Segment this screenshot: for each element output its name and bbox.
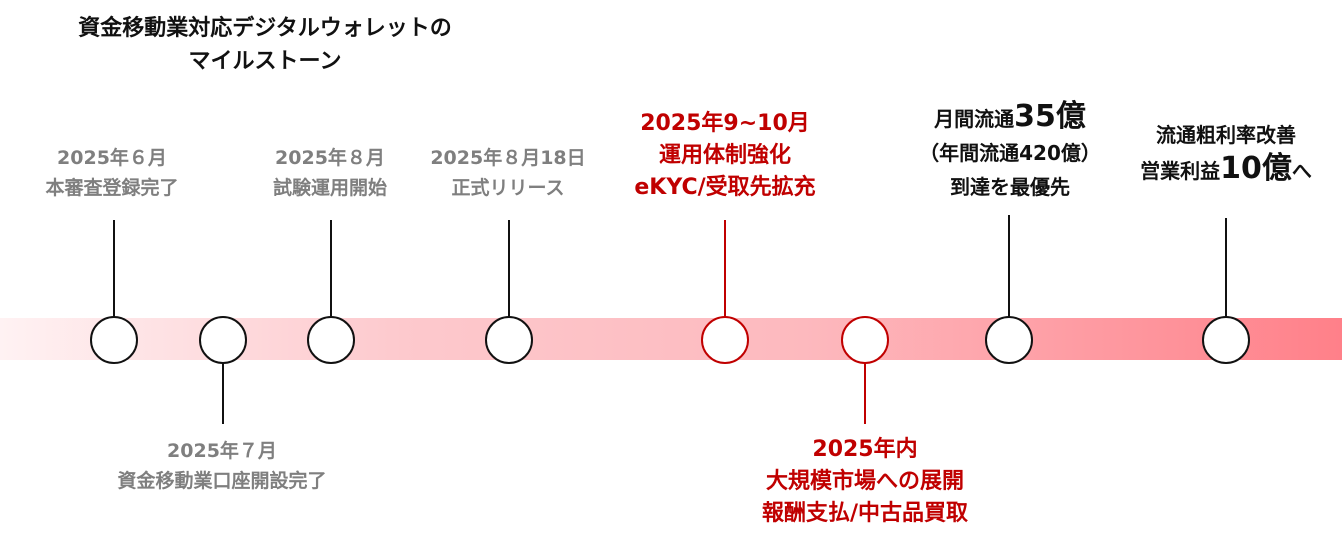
- milestone-label: 2025年７月 資金移動業口座開設完了: [117, 440, 327, 492]
- milestone-label: 2025年８月 試験運用開始: [272, 147, 388, 199]
- milestone-dot: [485, 316, 533, 364]
- milestone-dot: [701, 316, 749, 364]
- connector-line: [1008, 215, 1010, 318]
- page-title: 資金移動業対応デジタルウォレットの マイルストーン: [78, 16, 452, 74]
- goal-label: 月間流通35億 （年間流通420億） 到達を最優先: [919, 99, 1101, 200]
- connector-line: [1225, 218, 1227, 318]
- milestone-dot: [307, 316, 355, 364]
- milestone-dot: [1202, 316, 1250, 364]
- milestone-dot: [90, 316, 138, 364]
- connector-line: [508, 220, 510, 318]
- milestone-dot: [841, 316, 889, 364]
- milestone-label: 2025年８月18日 正式リリース: [430, 147, 586, 199]
- milestone-label-highlight: 2025年9~10月 運用体制強化 eKYC/受取先拡充: [634, 111, 816, 200]
- connector-line: [330, 220, 332, 318]
- milestone-dot: [985, 316, 1033, 364]
- milestone-dot: [199, 316, 247, 364]
- milestone-label: 2025年６月 本審査登録完了: [45, 147, 179, 199]
- goal-label: 流通粗利率改善 営業利益10億へ: [1140, 123, 1312, 186]
- connector-line: [724, 220, 726, 318]
- connector-line: [222, 362, 224, 424]
- milestone-label-highlight: 2025年内 大規模市場への展開 報酬支払/中古品買取: [761, 437, 969, 526]
- connector-line: [864, 362, 866, 424]
- connector-line: [113, 220, 115, 318]
